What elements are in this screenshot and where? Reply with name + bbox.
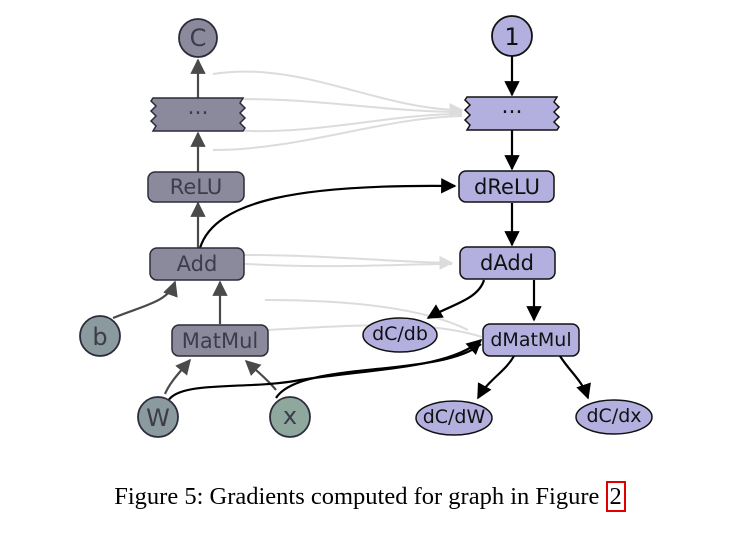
node-dcdx: dC/dx — [575, 399, 653, 435]
node-matmul: MatMul — [171, 324, 269, 357]
backward-graph: 1 ··· dReLU dAdd dC/db dMatMul dC/dW dC — [362, 15, 653, 436]
edge-dadd-to-dcdb — [426, 279, 486, 319]
edge-w-to-matmul — [163, 358, 191, 395]
faint-edges — [212, 70, 483, 338]
node-forward-ellipsis-label: ··· — [188, 102, 209, 127]
node-c-label: C — [190, 24, 207, 52]
edge-add-to-drelu — [198, 178, 457, 249]
node-matmul-label: MatMul — [182, 329, 258, 353]
edge-x-to-matmul — [244, 359, 277, 391]
node-add-label: Add — [177, 252, 218, 276]
forward-graph: C ··· ReLU Add MatMul b W x — [79, 18, 311, 438]
figure-reference-link[interactable]: 2 — [605, 481, 626, 512]
forward-edges — [112, 58, 277, 395]
edge-dmatmul-to-dcdx — [559, 355, 591, 400]
faint-edge — [212, 98, 463, 113]
node-x: x — [269, 396, 311, 438]
node-seed-one-label: 1 — [504, 23, 519, 51]
edge-b-to-add — [112, 280, 178, 320]
node-dcdw-label: dC/dW — [423, 406, 486, 428]
node-backward-ellipsis-label: ··· — [502, 101, 523, 126]
node-seed-one: 1 — [491, 15, 533, 57]
node-drelu: dReLU — [458, 170, 555, 203]
caption-text: Figure 5: Gradients computed for graph i… — [114, 483, 606, 510]
node-c: C — [178, 18, 218, 58]
edge-dmatmul-to-dcdw — [477, 355, 515, 400]
cross-edges — [167, 178, 483, 402]
edge-x-to-dmatmul — [275, 343, 482, 399]
faint-edge — [212, 70, 464, 117]
faint-edge — [212, 261, 453, 268]
node-dcdb-label: dC/db — [372, 323, 428, 345]
node-relu-label: ReLU — [170, 175, 223, 199]
node-dadd: dAdd — [459, 246, 556, 280]
node-relu: ReLU — [147, 171, 245, 203]
node-dmatmul: dMatMul — [482, 323, 580, 357]
node-w-label: W — [146, 404, 170, 432]
node-w: W — [137, 396, 179, 438]
node-dcdx-label: dC/dx — [586, 405, 641, 427]
node-backward-ellipsis: ··· — [463, 96, 561, 131]
gradient-graph-diagram: C ··· ReLU Add MatMul b W x — [79, 15, 653, 438]
node-dadd-label: dAdd — [480, 251, 534, 275]
node-b: b — [79, 315, 121, 357]
node-b-label: b — [92, 323, 107, 351]
faint-edge — [243, 254, 454, 270]
node-x-label: x — [283, 402, 297, 430]
node-forward-ellipsis: ··· — [149, 97, 247, 132]
node-dcdw: dC/dW — [415, 400, 493, 436]
faint-edge — [212, 113, 463, 133]
faint-edge — [212, 115, 463, 151]
figure-caption: Figure 5: Gradients computed for graph i… — [0, 481, 740, 512]
node-dcdb: dC/db — [362, 317, 438, 353]
faint-edge — [264, 299, 469, 331]
backward-edges — [426, 56, 591, 400]
node-add: Add — [149, 247, 245, 281]
node-drelu-label: dReLU — [474, 175, 540, 199]
node-dmatmul-label: dMatMul — [490, 329, 571, 351]
